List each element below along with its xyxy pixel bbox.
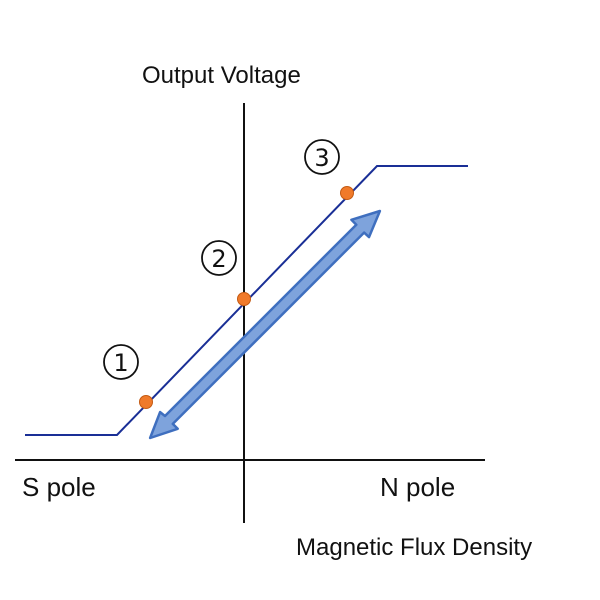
marker-3: 3 bbox=[304, 139, 340, 175]
s-pole-label: S pole bbox=[22, 472, 96, 502]
operating-point-2 bbox=[237, 292, 251, 306]
marker-1: 1 bbox=[103, 344, 139, 380]
y-axis-label: Output Voltage bbox=[142, 62, 301, 89]
bidirectional-arrow bbox=[148, 209, 382, 440]
marker-3-label: 3 bbox=[314, 144, 329, 172]
n-pole-label: N pole bbox=[380, 472, 456, 502]
operating-point-3 bbox=[340, 186, 354, 200]
operating-point-1 bbox=[139, 395, 153, 409]
marker-2-label: 2 bbox=[211, 245, 226, 273]
marker-1-label: 1 bbox=[113, 349, 128, 377]
marker-2: 2 bbox=[201, 240, 237, 276]
x-axis-label: Magnetic Flux Density bbox=[296, 534, 533, 561]
